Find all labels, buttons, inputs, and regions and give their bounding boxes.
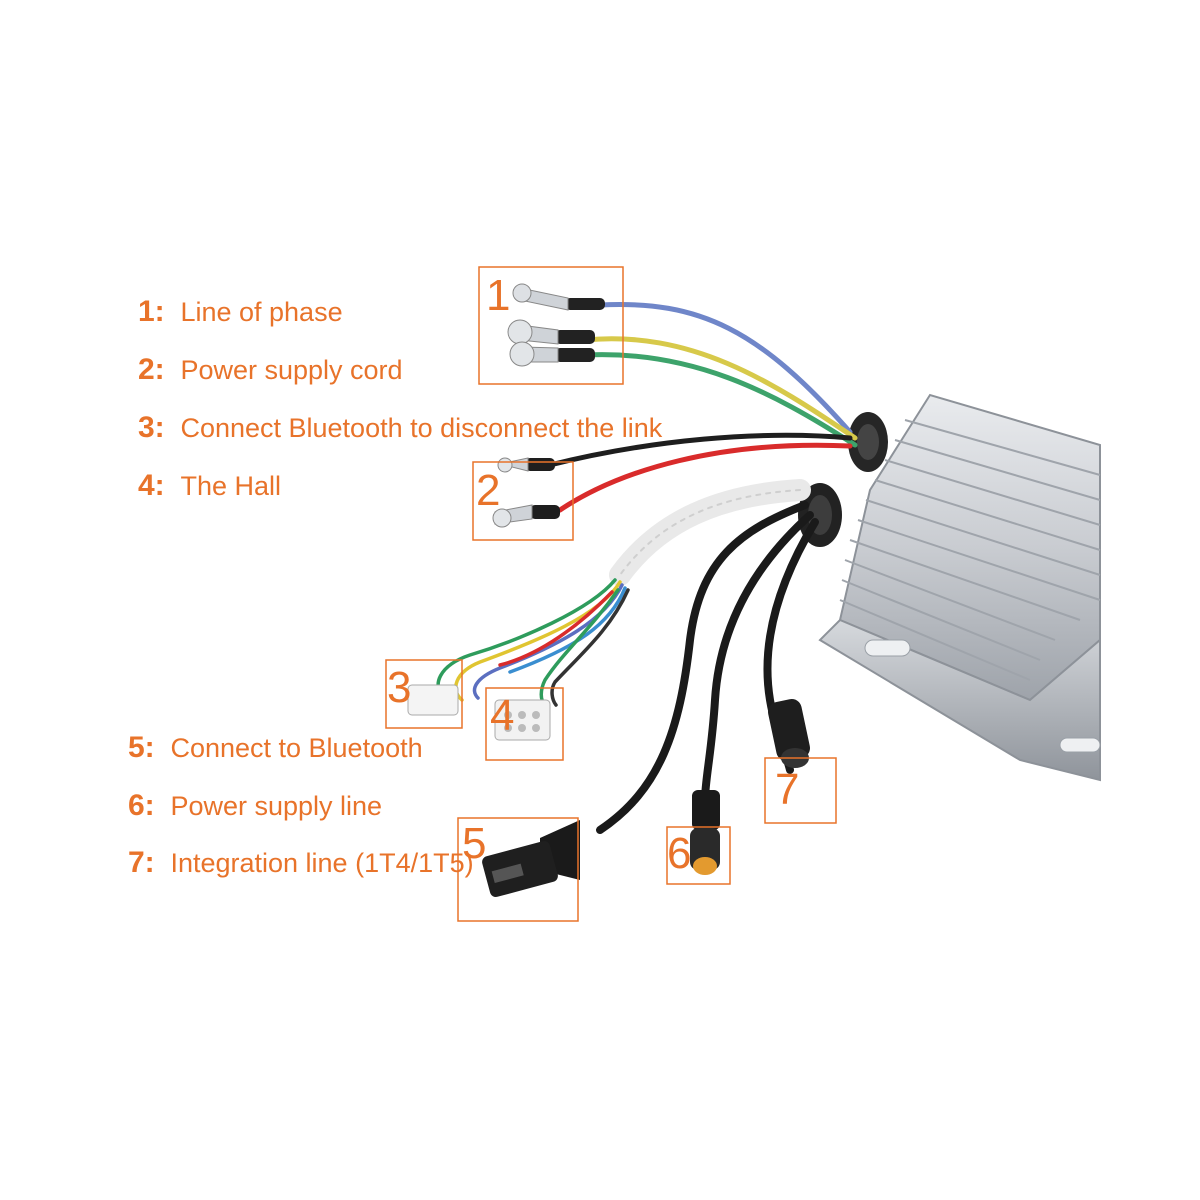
legend-number: 2: [138, 353, 165, 386]
legend-label: Line of phase [180, 297, 343, 327]
legend-item-1: 1: Line of phase [138, 295, 343, 329]
callout-box-1 [478, 266, 624, 385]
callout-number-4: 4 [490, 691, 514, 740]
legend-number: 7: [128, 846, 155, 879]
legend-number: 5: [128, 731, 155, 764]
callout-box-6 [666, 826, 731, 885]
legend-item-5: 5: Connect to Bluetooth [128, 731, 423, 765]
legend-item-4: 4: The Hall [138, 469, 281, 503]
legend-label: Power supply cord [180, 355, 403, 385]
cable-gland-upper [848, 412, 888, 472]
connector-6 [690, 790, 720, 875]
callout-box-2 [472, 461, 574, 541]
sleeve-bundle [609, 479, 811, 586]
legend-label: Power supply line [170, 791, 383, 821]
signal-wires [436, 578, 630, 707]
legend-number: 3: [138, 411, 165, 444]
connector-4 [494, 699, 551, 741]
callout-box-4 [485, 687, 564, 761]
callout-box-5 [457, 817, 579, 922]
callout-boxes [385, 266, 837, 922]
legend-label: Connect Bluetooth to disconnect the link [180, 413, 663, 443]
callout-number-2: 2 [476, 466, 500, 515]
legend-item-7: 7: Integration line (1T4/1T5) [128, 846, 474, 880]
legend-item-2: 2: Power supply cord [138, 353, 403, 387]
legend-label: The Hall [180, 471, 281, 501]
legend-item-6: 6: Power supply line [128, 789, 382, 823]
legend-number: 6: [128, 789, 155, 822]
callout-number-6: 6 [667, 829, 691, 878]
connector-3 [407, 684, 459, 716]
legend-number: 4: [138, 469, 165, 502]
callout-box-3 [385, 659, 463, 729]
legend-number: 1: [138, 295, 165, 328]
usb-plug [482, 820, 580, 897]
legend-label: Integration line (1T4/1T5) [170, 848, 474, 878]
power-cord-wires [547, 432, 853, 513]
callout-number-3: 3 [387, 663, 411, 712]
phase-terminals [507, 283, 605, 367]
controller-housing [818, 393, 1101, 782]
callout-number-1: 1 [486, 271, 510, 320]
legend-item-3: 3: Connect Bluetooth to disconnect the l… [138, 411, 662, 445]
phase-wires [582, 301, 858, 448]
callout-number-5: 5 [462, 819, 486, 868]
power-terminals [492, 457, 560, 528]
legend-label: Connect to Bluetooth [170, 733, 423, 763]
callout-box-7 [764, 757, 837, 824]
callout-number-7: 7 [775, 765, 799, 814]
